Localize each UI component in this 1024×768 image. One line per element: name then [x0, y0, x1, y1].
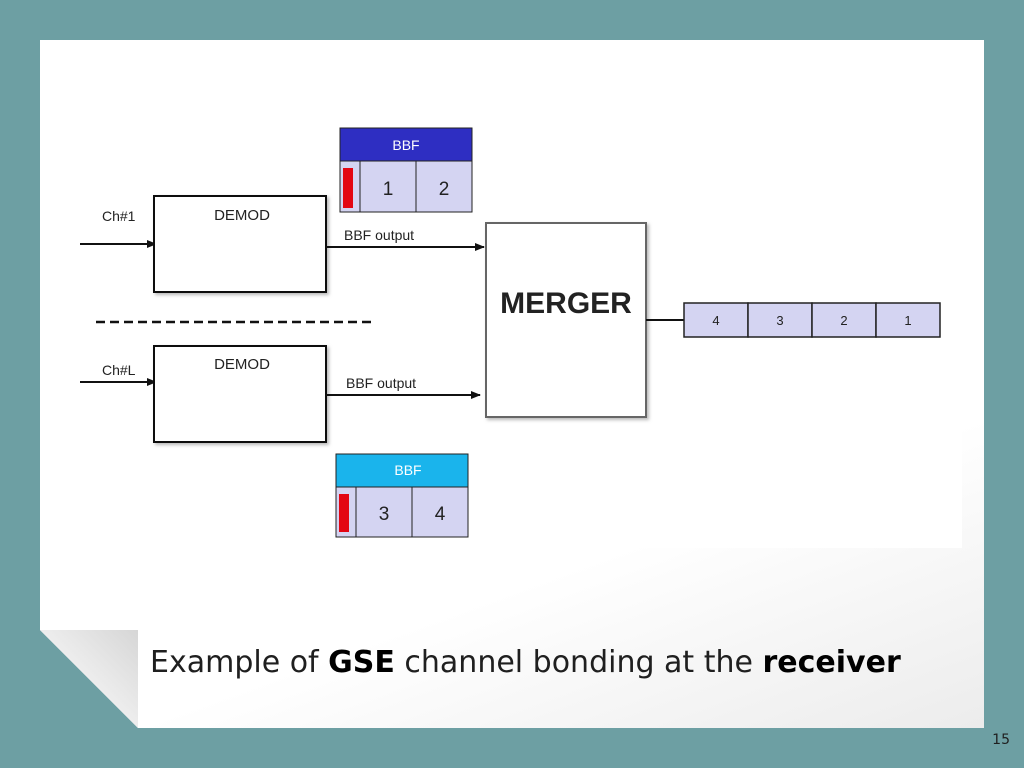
bbf-bottom-cell-4: [411, 486, 469, 538]
merger-box: [485, 222, 647, 418]
bbf-buffer-bottom: BBF 3 4: [335, 453, 469, 538]
demod-top-label: DEMOD: [214, 207, 270, 224]
merged-output-queue: 4 3 2 1: [683, 302, 941, 338]
bbf-bottom-title: BBF: [394, 462, 421, 478]
demod-top-box: [153, 195, 327, 293]
merged-cell-3-label: 2: [840, 313, 847, 328]
bbf-top-cell-2-label: 2: [439, 179, 450, 200]
page-curl-fold: [40, 630, 138, 728]
channel-top-label: Ch#1: [102, 208, 136, 224]
merged-cell-4-label: 1: [904, 313, 911, 328]
merged-cell-1: [683, 302, 749, 338]
bbf-top-cell-2: [415, 160, 473, 213]
merged-cell-2: [747, 302, 813, 338]
bbf-top-cell-1-label: 1: [383, 179, 394, 200]
channel-bottom-label: Ch#L: [102, 362, 136, 378]
merged-cell-1-label: 4: [712, 313, 719, 328]
channel-bonding-diagram: BBF 1 2 Ch#1 DEMOD BBF output Ch#L DEMOD…: [80, 127, 941, 538]
page-number: 15: [992, 732, 1010, 748]
merged-cell-4: [875, 302, 941, 338]
demod-bottom-label: DEMOD: [214, 356, 270, 373]
caption-text-1: Example of: [150, 645, 329, 680]
diagram-panel: BBF 1 2 Ch#1 DEMOD BBF output Ch#L DEMOD…: [50, 120, 962, 548]
bbf-bottom-cell-4-label: 4: [435, 504, 446, 525]
bbf-bottom-marker: [339, 494, 349, 532]
bbf-buffer-top: BBF 1 2: [339, 127, 473, 213]
bbf-output-top-label: BBF output: [344, 227, 414, 243]
bbf-top-marker: [343, 168, 353, 208]
caption-bold-gse: GSE: [328, 645, 395, 680]
caption-bold-receiver: receiver: [762, 645, 901, 680]
merger-label: MERGER: [500, 287, 632, 320]
bbf-top-title: BBF: [392, 137, 419, 153]
caption-text-2: channel bonding at the: [394, 645, 763, 680]
bbf-output-bottom-label: BBF output: [346, 375, 416, 391]
merged-cell-3: [811, 302, 877, 338]
bbf-bottom-header: [335, 453, 469, 488]
bbf-bottom-cell-3: [355, 486, 413, 538]
merged-cell-2-label: 3: [776, 313, 783, 328]
slide-caption: Example of GSE channel bonding at the re…: [150, 645, 901, 680]
bbf-bottom-cell-3-label: 3: [379, 504, 390, 525]
bbf-top-header: [339, 127, 473, 162]
